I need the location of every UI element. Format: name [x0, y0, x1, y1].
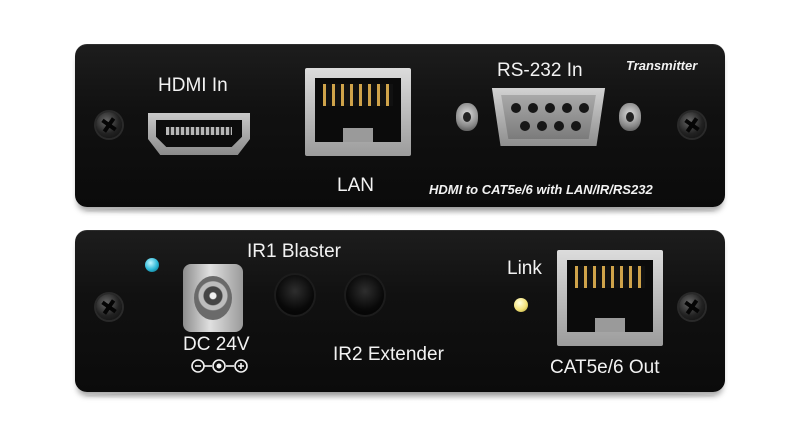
rs232-port-face — [501, 95, 596, 139]
ir2-extender-label: IR2 Extender — [333, 344, 444, 365]
rs232-in-label: RS-232 In — [497, 60, 583, 81]
ir2-extender-jack-icon[interactable] — [346, 275, 384, 315]
db9-pin — [545, 103, 555, 113]
cat-out-label: CAT5e/6 Out — [550, 357, 660, 378]
db9-pin — [520, 121, 530, 131]
screw-icon — [679, 112, 705, 138]
link-label: Link — [507, 258, 542, 279]
polarity-symbol-icon — [191, 359, 248, 373]
cat-port-tab — [595, 318, 625, 332]
db9-pin — [537, 121, 547, 131]
device-description: HDMI to CAT5e/6 with LAN/IR/RS232 — [429, 182, 653, 197]
db9-pin — [562, 103, 572, 113]
ir1-blaster-label: IR1 Blaster — [247, 241, 341, 262]
dc-24v-label: DC 24V — [183, 334, 250, 355]
model-label: Transmitter — [626, 58, 698, 73]
link-led-icon — [514, 298, 528, 312]
lan-port-pins — [323, 84, 393, 106]
front-panel-reflection — [85, 206, 715, 216]
ir1-blaster-jack-icon[interactable] — [276, 275, 314, 315]
screw-icon — [96, 112, 122, 138]
back-panel-reflection — [85, 391, 715, 401]
dc-power-jack-center — [194, 276, 232, 320]
db9-pin — [511, 103, 521, 113]
screw-icon — [679, 294, 705, 320]
lan-port-tab — [343, 128, 373, 142]
db9-pin — [571, 121, 581, 131]
standoff-screw-icon — [456, 103, 478, 131]
hdmi-in-label: HDMI In — [158, 75, 228, 96]
cat-port-icon[interactable] — [557, 250, 663, 346]
screw-icon — [96, 294, 122, 320]
cat-port-pins — [575, 266, 645, 288]
lan-port-icon[interactable] — [305, 68, 411, 156]
power-led-icon — [145, 258, 159, 272]
lan-label: LAN — [337, 175, 374, 196]
hdmi-pins — [166, 127, 232, 135]
db9-pin — [528, 103, 538, 113]
standoff-screw-icon — [619, 103, 641, 131]
db9-pin — [554, 121, 564, 131]
db9-pin — [579, 103, 589, 113]
